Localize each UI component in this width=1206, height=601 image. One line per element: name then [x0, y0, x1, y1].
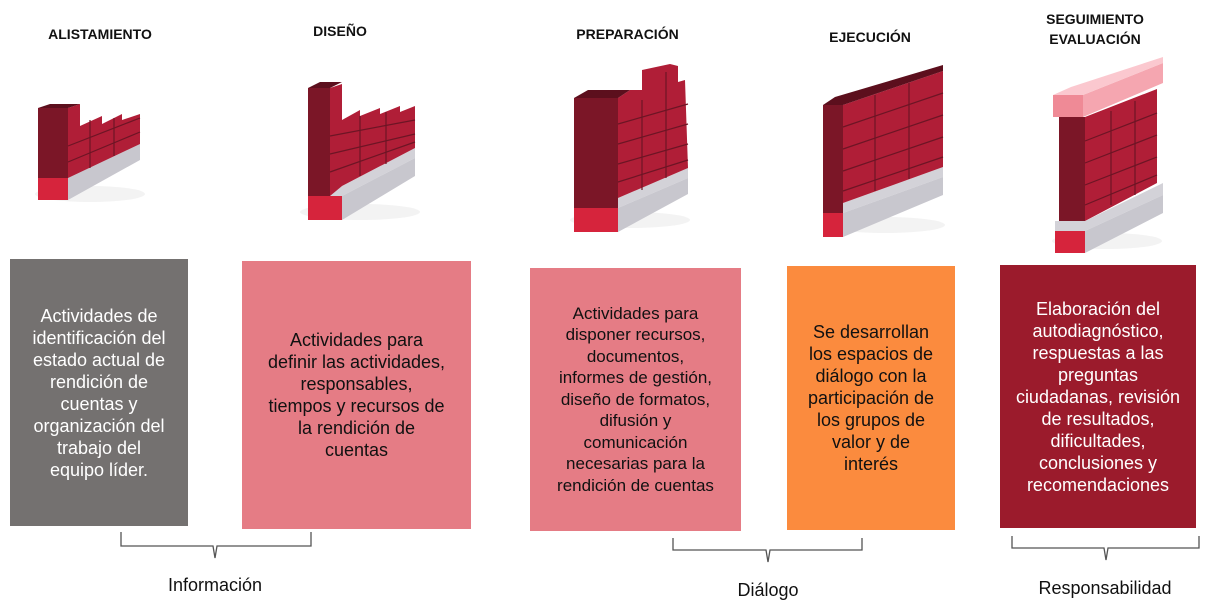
wall-illustration-ejecucion	[823, 65, 945, 237]
stage-title-ejecucion: EJECUCIÓN	[829, 29, 911, 45]
stage-title-alistamiento: ALISTAMIENTO	[48, 26, 152, 42]
wall-illustration-seguimiento	[1052, 57, 1163, 253]
bracket-informacion	[120, 532, 312, 559]
bracket-responsabilidad	[1011, 536, 1200, 561]
description-box-preparacion: Actividades para disponer recursos, docu…	[530, 268, 741, 531]
stage-title-seguimiento-evaluacion: SEGUIMIENTO EVALUACIÓN	[1046, 11, 1144, 47]
wall-illustration-preparacion	[570, 64, 690, 232]
description-box-ejecucion: Se desarrollan los espacios de diálogo c…	[787, 266, 955, 530]
description-box-alistamiento: Actividades de identificación del estado…	[10, 259, 188, 526]
wall-illustration-alistamiento	[35, 104, 145, 202]
group-label-informacion: Información	[167, 575, 263, 595]
stage-title-preparacion: PREPARACIÓN	[576, 26, 679, 42]
stage-title-diseno: DISEÑO	[313, 23, 367, 39]
group-label-responsabilidad: Responsabilidad	[1038, 578, 1172, 598]
group-label-dialogo: Diálogo	[737, 580, 799, 600]
description-box-diseno: Actividades para definir las actividades…	[242, 261, 471, 529]
bracket-dialogo	[672, 538, 863, 563]
description-box-seguimiento-evaluacion: Elaboración del autodiagnóstico, respues…	[1000, 265, 1196, 528]
wall-illustration-diseno	[300, 82, 420, 220]
